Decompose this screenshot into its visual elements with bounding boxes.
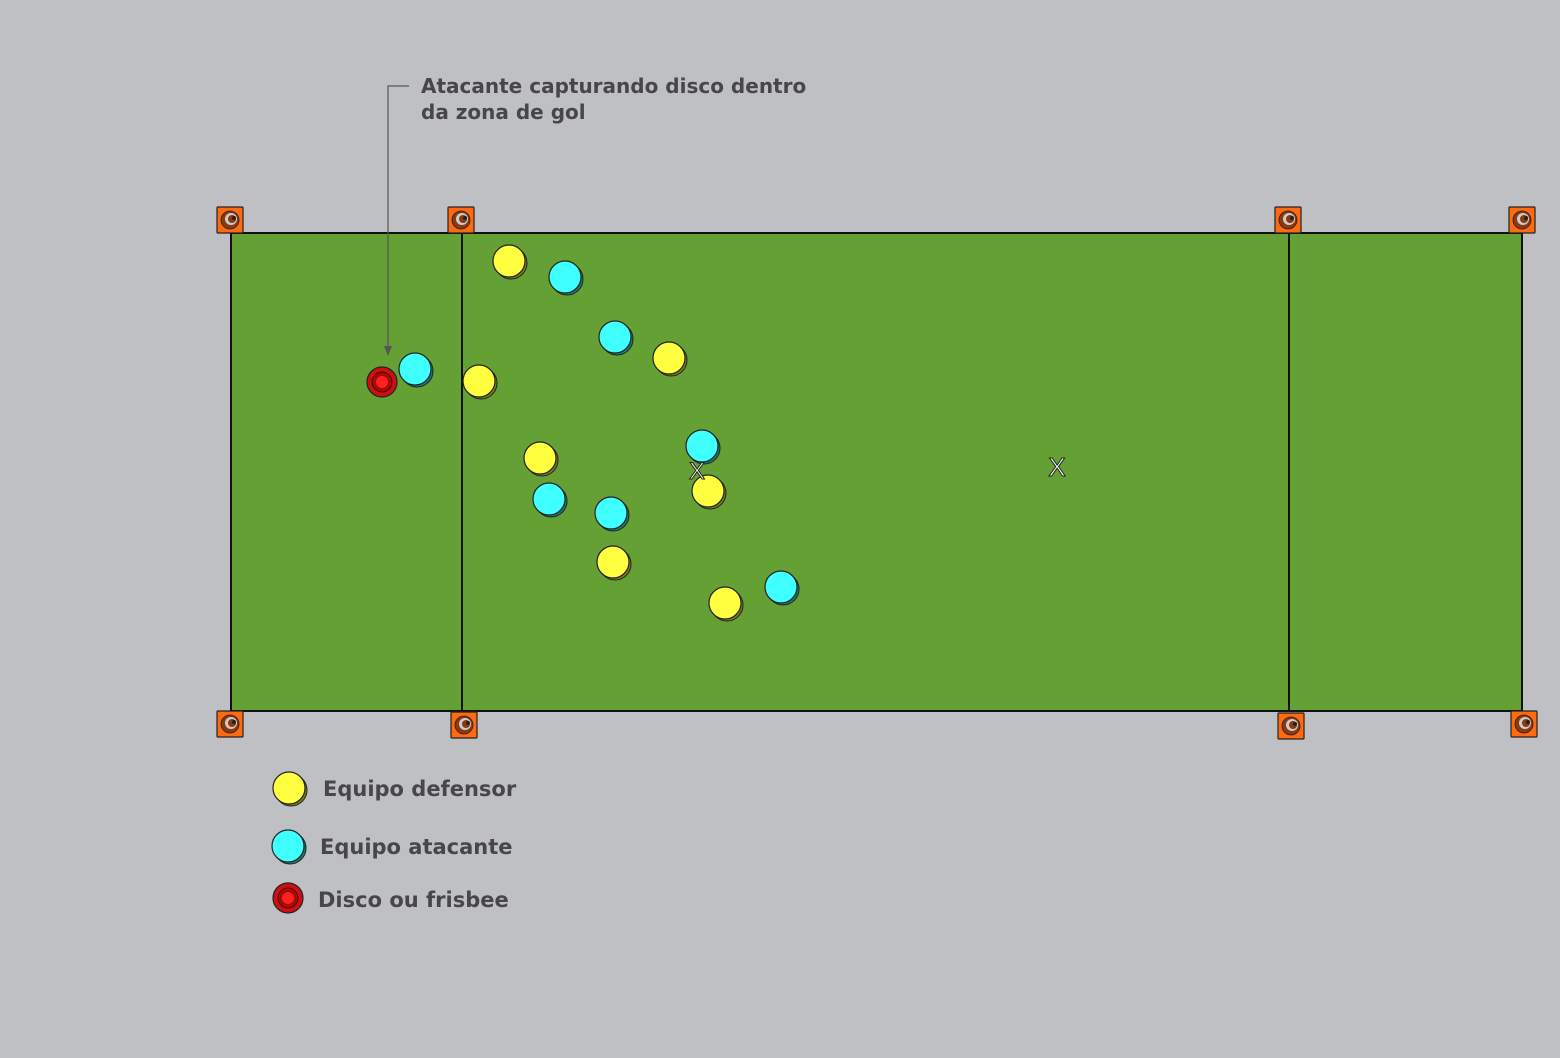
legend-label-disc: Disco ou frisbee xyxy=(318,888,509,912)
annotation-line-2: da zona de gol xyxy=(421,100,586,124)
disc-icon xyxy=(366,366,398,398)
defender-player xyxy=(523,441,559,477)
defender-player xyxy=(652,341,688,377)
defender-player xyxy=(596,545,632,581)
annotation-line-1: Atacante capturando disco dentro xyxy=(421,74,807,98)
attacker-player xyxy=(398,352,434,388)
defender-player xyxy=(691,474,727,510)
cone-icon xyxy=(1510,710,1538,738)
legend-label-attacker: Equipo atacante xyxy=(320,835,513,859)
field-mark-x: X xyxy=(689,458,705,485)
attacker-player xyxy=(598,320,634,356)
cone-icon xyxy=(450,711,478,739)
attacker-player xyxy=(685,429,721,465)
cone-icon xyxy=(1508,206,1536,234)
cone-icon xyxy=(216,710,244,738)
attacker-player xyxy=(532,482,568,518)
field xyxy=(230,232,1523,712)
cone-icon xyxy=(447,206,475,234)
cone-icon xyxy=(1274,206,1302,234)
legend-label-defender: Equipo defensor xyxy=(323,777,517,801)
cyan-player-icon xyxy=(271,829,307,865)
yellow-player-icon xyxy=(272,771,308,807)
attacker-player xyxy=(594,496,630,532)
cone-icon xyxy=(1277,712,1305,740)
attacker-player xyxy=(548,260,584,296)
field-mark-x: X xyxy=(1048,452,1065,482)
defender-player xyxy=(492,244,528,280)
cone-icon xyxy=(216,206,244,234)
defender-player xyxy=(708,586,744,622)
annotation-text: Atacante capturando disco dentro da zona… xyxy=(421,73,806,125)
arrow-head-icon xyxy=(384,346,392,356)
annotation-leader-line xyxy=(387,85,409,348)
attacker-player xyxy=(764,570,800,606)
disc-icon xyxy=(272,882,304,914)
defender-player xyxy=(462,364,498,400)
